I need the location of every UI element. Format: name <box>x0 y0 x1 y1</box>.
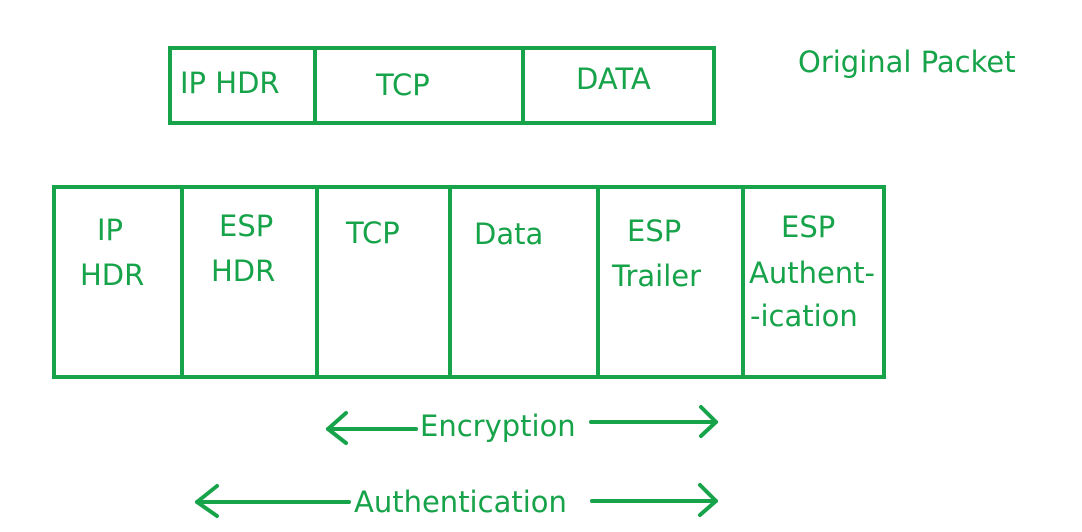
esp-trailer-label-line1: ESP <box>627 214 682 248</box>
encryption-left-arrow <box>326 411 418 445</box>
esp-tcp-cell <box>319 189 452 375</box>
original-packet-title: Original Packet <box>798 45 1016 79</box>
esp-data-label: Data <box>474 217 544 251</box>
esp-auth-label-line2: Authent- <box>749 256 876 290</box>
esp-ip-hdr-cell <box>56 189 184 375</box>
esp-auth-label-line1: ESP <box>781 210 836 244</box>
original-tcp-label: TCP <box>376 68 430 102</box>
authentication-right-arrow <box>590 483 718 517</box>
original-packet-row <box>168 46 716 125</box>
encryption-range-label: Encryption <box>420 409 576 443</box>
esp-trailer-label-line2: Trailer <box>612 259 702 293</box>
esp-data-cell <box>452 189 600 375</box>
esp-ip-label-line1: IP <box>97 213 124 247</box>
original-data-label: DATA <box>576 62 651 96</box>
esp-auth-label-line3: -ication <box>750 299 858 333</box>
esp-packet-row <box>52 185 886 379</box>
esp-hdr-label-line1: ESP <box>219 209 274 243</box>
authentication-range-label: Authentication <box>354 485 567 519</box>
esp-ip-label-line2: HDR <box>80 258 145 292</box>
original-ip-hdr-label: IP HDR <box>180 66 280 100</box>
esp-tcp-label: TCP <box>346 216 400 250</box>
esp-hdr-label-line2: HDR <box>211 254 276 288</box>
original-ip-hdr-cell <box>172 50 317 121</box>
original-tcp-cell <box>317 50 525 121</box>
authentication-left-arrow <box>195 484 351 518</box>
encryption-right-arrow <box>589 405 718 438</box>
esp-trailer-cell <box>600 189 745 375</box>
esp-hdr-cell <box>184 189 319 375</box>
